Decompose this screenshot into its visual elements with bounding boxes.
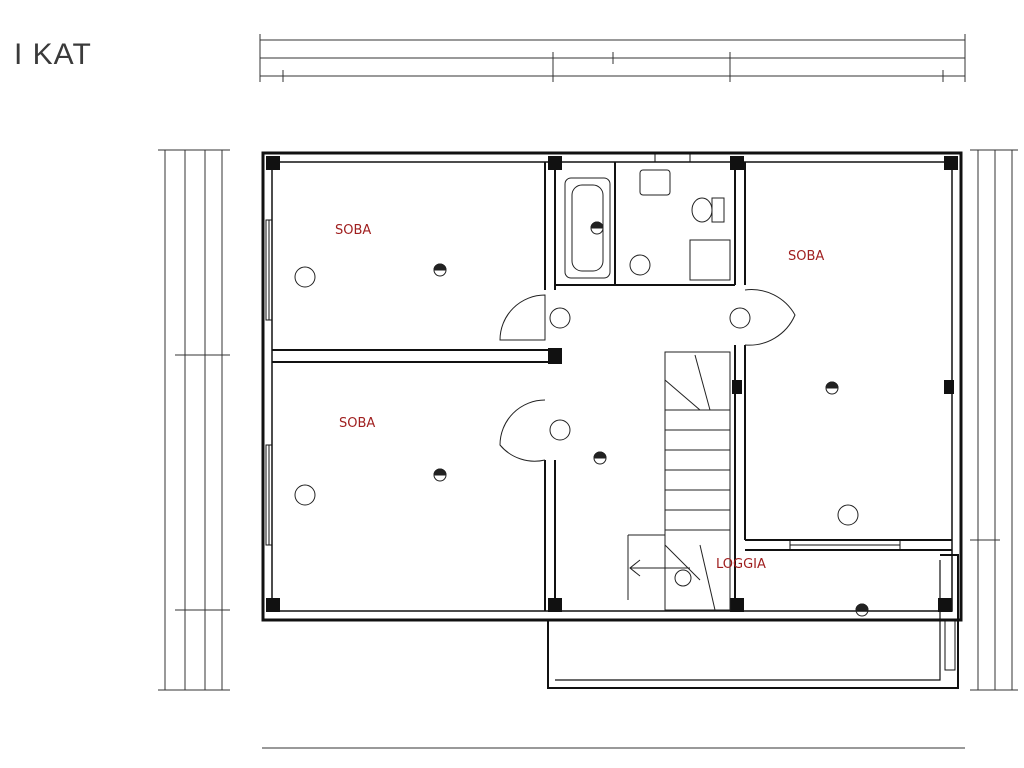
top-dimension-lines: [259, 34, 966, 82]
level-markers: [433, 221, 869, 617]
windows: [265, 152, 956, 671]
room-label-soba-bottom-left: SOBA: [339, 416, 376, 431]
room-label-soba-top-left: SOBA: [335, 223, 372, 238]
columns: [266, 156, 958, 612]
interior-walls: [272, 162, 952, 611]
staircase: [627, 351, 731, 611]
doors: [499, 289, 796, 462]
floor-title: I KAT: [14, 38, 92, 71]
right-dimension-lines: [970, 149, 1018, 691]
room-label-loggia: LOGGIA: [716, 557, 766, 572]
light-fixtures: [294, 266, 859, 587]
room-label-soba-right: SOBA: [788, 249, 825, 264]
left-dimension-lines: [158, 149, 230, 691]
bathroom-fixtures: [564, 169, 731, 281]
